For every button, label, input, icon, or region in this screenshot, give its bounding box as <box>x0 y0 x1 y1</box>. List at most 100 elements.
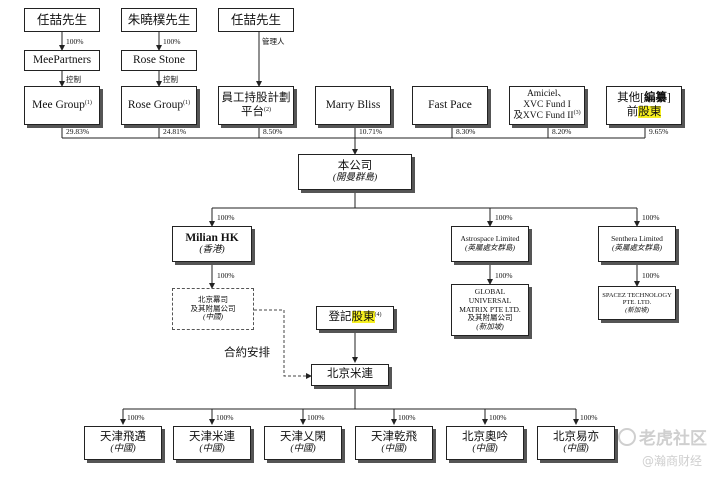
shareholder-esop-platform: 員工持股計劃 平台(2) <box>218 86 294 125</box>
spacez-line1: SPACEZ TECHNOLOGY <box>602 291 672 299</box>
owner-ren-zhe-box: 任喆先生 <box>24 8 100 32</box>
company-box: 本公司 (開曼群島) <box>298 154 412 190</box>
registered-pre: 登記 <box>328 311 352 324</box>
milian-hk-name: Milian HK <box>185 231 239 244</box>
pct-opco-sub-1: 100% <box>127 413 145 422</box>
pct-mee-group: 29.83% <box>66 127 90 136</box>
pct-marry-bliss: 10.71% <box>359 127 383 136</box>
senthera-jurisdiction: (英屬處女群島) <box>612 243 662 252</box>
rose-stone-box: Rose Stone <box>121 50 197 71</box>
company-name: 本公司 <box>337 159 373 172</box>
opco-name: 北京米連 <box>327 368 373 381</box>
pct-astrospace: 100% <box>495 213 513 222</box>
global-line4: 及其附屬公司 <box>467 313 513 323</box>
pct-opco-sub-5: 100% <box>489 413 507 422</box>
opco-sub-tianjin-feimai: 天津飛邁 (中國) <box>84 426 162 460</box>
watermark-text-2: @瀚商财经 <box>642 454 703 468</box>
pct-opco-sub-4: 100% <box>398 413 416 422</box>
amiciel-note: (3) <box>573 110 581 117</box>
owner-zhu-xiaopu-box: 朱曉樸先生 <box>121 8 197 32</box>
pct-esop: 8.50% <box>263 127 283 136</box>
spacez-box: SPACEZ TECHNOLOGY PTE. LTD. (新加坡) <box>598 286 676 320</box>
senthera-name: Senthera Limited <box>611 234 663 244</box>
watermark-logo-icon <box>618 428 636 446</box>
opco-sub-tianjin-yixian: 天津乂閑 (中國) <box>264 426 342 460</box>
fast-pace-name: Fast Pace <box>428 98 472 111</box>
esop-line2: 平台 <box>241 105 264 118</box>
opco-sub-beijing-aoyin: 北京奧吟 (中國) <box>446 426 524 460</box>
registered-note: (4) <box>374 312 382 319</box>
shareholder-rose-group: Rose Group(1) <box>121 86 197 125</box>
pct-wfoe: 100% <box>217 271 235 280</box>
spacez-line2: PTE. LTD. <box>622 299 652 307</box>
watermark-line1: 老虎社区 <box>618 424 707 449</box>
amiciel-line1: Amiciel、 <box>526 88 568 99</box>
esop-note: (2) <box>264 106 271 113</box>
marry-bliss-name: Marry Bliss <box>325 98 381 111</box>
pct-fast-pace: 8.30% <box>456 127 476 136</box>
global-line3: MATRIX PTE LTD. <box>459 304 521 314</box>
shareholder-amiciel-xvc: Amiciel、 XVC Fund I 及XVC Fund II(3) <box>509 86 585 125</box>
milian-hk-jurisdiction: (香港) <box>199 245 225 256</box>
other-redacted: 編纂 <box>644 92 667 105</box>
other-line2-highlight: 股東 <box>638 105 662 118</box>
pct-opco-sub-3: 100% <box>307 413 325 422</box>
senthera-box: Senthera Limited (英屬處女群島) <box>598 226 676 262</box>
company-jurisdiction: (開曼群島) <box>332 173 378 184</box>
esop-line1: 員工持股計劃 <box>221 92 291 105</box>
global-line1: GLOBAL <box>474 287 506 297</box>
owner-ren-zhe-2: 任喆先生 <box>230 12 281 27</box>
registered-shareholders-box: 登記股東(4) <box>316 306 394 330</box>
label-control-rose: 控制 <box>163 75 178 84</box>
wfoe-line2: 及其附屬公司 <box>190 303 236 313</box>
meepartners-box: MeePartners <box>24 50 100 71</box>
mee-group-name: Mee Group <box>32 98 85 111</box>
owner-ren-zhe: 任喆先生 <box>36 12 87 27</box>
opco-sub-5-name: 北京奧吟 <box>462 430 508 443</box>
rose-stone-name: Rose Stone <box>132 53 186 66</box>
opco-sub-tianjin-qianfei: 天津乾飛 (中國) <box>355 426 433 460</box>
other-post: ] <box>667 92 671 105</box>
opco-sub-1-name: 天津飛邁 <box>100 430 146 443</box>
watermark-text-1: 老虎社区 <box>639 429 707 449</box>
mee-group-note: (1) <box>84 99 92 106</box>
milian-hk-box: Milian HK (香港) <box>172 226 252 262</box>
edge-contractual-arrangement <box>254 309 312 379</box>
shareholder-other-pre-ipo: 其他[編纂] 前股東 <box>606 86 682 125</box>
pct-spacez: 100% <box>642 271 660 280</box>
opco-sub-2-name: 天津米連 <box>189 430 235 443</box>
amiciel-line3: 及XVC Fund II <box>513 111 574 122</box>
opco-sub-3-name: 天津乂閑 <box>280 430 326 443</box>
wfoe-jurisdiction: (中國) <box>203 312 223 322</box>
spacez-jurisdiction: (新加坡) <box>625 306 649 314</box>
label-control-mee: 控制 <box>66 75 81 84</box>
astrospace-jurisdiction: (英屬處女群島) <box>465 243 515 252</box>
owner-zhu-xiaopu: 朱曉樸先生 <box>127 12 191 27</box>
opco-sub-4-jurisdiction: (中國) <box>381 444 407 455</box>
pct-zhu-rosestone: 100% <box>163 37 181 46</box>
pct-milian-hk: 100% <box>217 213 235 222</box>
opco-sub-tianjin-milian: 天津米連 (中國) <box>173 426 251 460</box>
opco-sub-6-jurisdiction: (中國) <box>563 444 589 455</box>
opco-sub-5-jurisdiction: (中國) <box>472 444 498 455</box>
global-jurisdiction: (新加坡) <box>476 321 504 331</box>
wfoe-line1: 北京羃司 <box>198 295 228 305</box>
label-manager: 管理人 <box>262 37 285 46</box>
meepartners-name: MeePartners <box>32 53 92 66</box>
shareholder-mee-group: Mee Group(1) <box>24 86 100 125</box>
pct-ren-meepartners: 100% <box>66 37 84 46</box>
pct-global: 100% <box>495 271 513 280</box>
pct-rose-group: 24.81% <box>163 127 187 136</box>
rose-group-note: (1) <box>183 99 191 106</box>
amiciel-line2: XVC Fund I <box>523 99 571 110</box>
opco-sub-1-jurisdiction: (中國) <box>110 444 136 455</box>
watermark-line2: @瀚商财经 <box>642 452 702 469</box>
pct-opco-sub-6: 100% <box>580 413 598 422</box>
pct-other: 9.65% <box>649 127 669 136</box>
other-line2-pre: 前 <box>626 105 639 118</box>
pct-senthera: 100% <box>642 213 660 222</box>
opco-sub-3-jurisdiction: (中國) <box>290 444 316 455</box>
opco-sub-6-name: 北京易亦 <box>553 430 599 443</box>
pct-amiciel: 8.20% <box>552 127 572 136</box>
